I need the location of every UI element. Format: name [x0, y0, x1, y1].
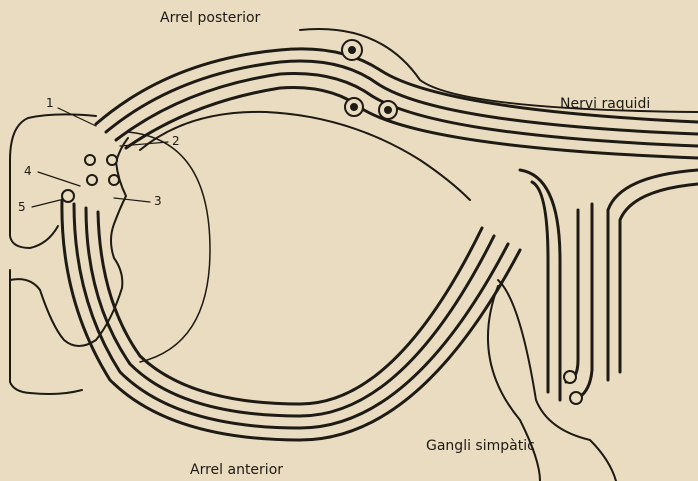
- marker-1: 1: [46, 96, 54, 110]
- cord-neuron-cell: [107, 155, 117, 165]
- spinal-nerves-label: Nervi raquidi: [560, 96, 650, 112]
- cord-neuron-cell: [87, 175, 97, 185]
- neuron-cells: [62, 40, 582, 404]
- cord-neuron-cell: [85, 155, 95, 165]
- marker-leader-lines: [32, 108, 168, 207]
- posterior-root-fibers: [62, 29, 698, 440]
- marker-4: 4: [24, 164, 32, 178]
- posterior-root-label: Arrel posterior: [160, 10, 260, 26]
- anterior-root-label: Arrel anterior: [190, 462, 283, 478]
- ganglion-neuron-cell: [564, 371, 576, 383]
- sympathetic-ganglion-label: Gangli simpàtic: [426, 438, 535, 454]
- cord-neuron-cell: [62, 190, 74, 202]
- marker-3: 3: [154, 194, 162, 208]
- cord-neuron-cell: [109, 175, 119, 185]
- sympathetic-fibers: [488, 170, 698, 481]
- marker-5: 5: [18, 200, 26, 214]
- marker-2: 2: [172, 134, 180, 148]
- ganglion-neuron-cell: [570, 392, 582, 404]
